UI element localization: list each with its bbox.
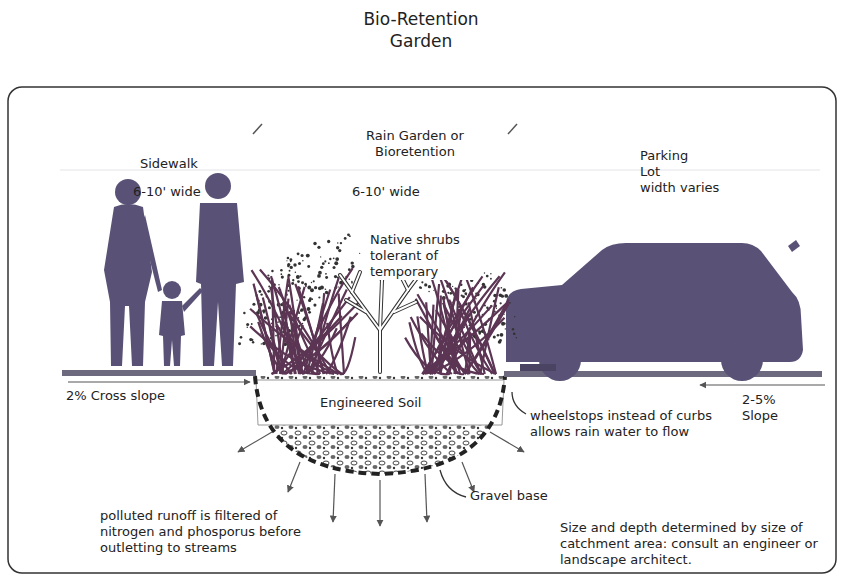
layer-name: Gravel base <box>470 488 570 504</box>
dimension: width varies <box>640 180 750 196</box>
leader-line <box>512 392 526 414</box>
family-figures <box>104 173 244 366</box>
dimension: 6-10' wide <box>133 184 243 200</box>
zone-name: Sidewalk <box>140 156 240 172</box>
basin-outline <box>255 376 505 474</box>
slope-arrow <box>700 384 825 385</box>
slope-arrow <box>68 381 250 382</box>
zone-name: Rain Garden or Bioretention <box>340 128 490 160</box>
wheelstop <box>520 364 556 371</box>
frame <box>8 87 836 573</box>
tree <box>340 264 420 372</box>
car <box>506 240 803 381</box>
plant-note: Native shrubs tolerant of temporary <box>368 232 477 280</box>
sidewalk-surface <box>62 370 256 376</box>
layer-name: Engineered Soil <box>318 395 447 411</box>
dimension: 6-10' wide <box>352 184 462 200</box>
zone-name: Parking Lot <box>640 148 700 180</box>
sizing-note: Size and depth determined by size of cat… <box>560 520 830 568</box>
filter-note: polluted runoff is filtered of nitrogen … <box>100 508 335 556</box>
slope-note: 2% Cross slope <box>66 388 216 404</box>
gravel-base <box>255 376 505 474</box>
title: Bio-Retention Garden <box>360 8 482 52</box>
shrub-clumps <box>250 268 509 374</box>
flow-arrows <box>238 432 524 526</box>
separator <box>508 124 517 134</box>
engineered-soil <box>256 380 504 425</box>
separator <box>253 124 262 134</box>
wheelstop-note: wheelstops instead of curbs allows rain … <box>530 408 715 440</box>
slope-note: 2-5% Slope <box>742 392 802 424</box>
leader-line <box>440 470 466 497</box>
